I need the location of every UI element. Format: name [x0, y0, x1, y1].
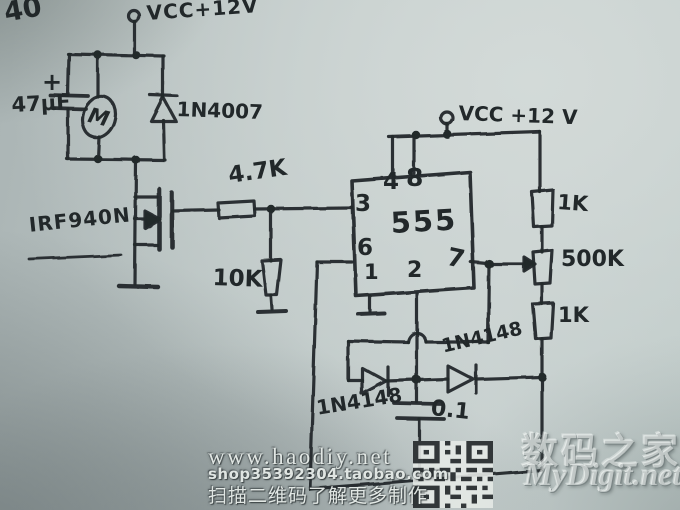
mosfet-symbol	[27, 158, 221, 290]
electrolytic-capacitor-symbol	[48, 93, 90, 111]
pin2-label: 2	[407, 258, 423, 283]
watermark-shop: shop35392304.taobao.com	[208, 465, 449, 483]
pin3-label: 3	[355, 191, 372, 217]
wiper-arrow	[522, 255, 537, 273]
vcc-right-label: VCC +12 V	[458, 101, 578, 130]
resistor-4k7-symbol	[216, 199, 257, 220]
capacitor-plus-sign: +	[42, 68, 63, 96]
pin4-label: 4	[383, 169, 400, 195]
watermark-brand-site: MyDigit.net	[524, 456, 680, 492]
pin1-label: 1	[364, 260, 379, 284]
qr-code	[413, 441, 493, 508]
potentiometer-label: 500K	[561, 247, 624, 272]
resistor-1k-top-label: 1K	[556, 190, 589, 217]
ground-bar-mosfet	[116, 283, 161, 290]
motor-symbol	[80, 94, 118, 140]
diode-1n4148-right-symbol	[446, 363, 478, 395]
ic-555-body	[350, 170, 476, 298]
ic-555	[308, 110, 542, 491]
junction-dots-left	[93, 50, 141, 165]
resistor-10k-symbol	[260, 258, 283, 297]
vcc-terminal-right	[439, 110, 455, 126]
mosfet-arrow	[143, 209, 162, 230]
potentiometer-symbol	[531, 248, 554, 286]
gate-network	[216, 199, 354, 314]
flyback-diode-label: 1N4007	[176, 97, 264, 124]
motor-supply-block	[48, 8, 179, 165]
resistor-1k-top-symbol	[530, 188, 555, 229]
pulldown-resistor-label: 10K	[212, 265, 263, 293]
ink-layer	[27, 8, 555, 491]
capacitor-value-label: 47μF	[10, 89, 72, 117]
ground-bar-pin1	[356, 311, 386, 316]
watermark-brand-cn: 数码之家	[521, 430, 680, 473]
watermark-site: www.haodiy.net	[208, 444, 393, 469]
pin8-label: 8	[406, 163, 424, 192]
flyback-diode-symbol	[148, 93, 179, 123]
ic-555-label: 555	[389, 202, 459, 240]
timing-capacitor-label: 0.1	[429, 396, 471, 425]
ground-bar-10k	[256, 309, 288, 314]
resistor-1k-bottom-label: 1K	[558, 303, 589, 327]
vcc-terminal-left	[126, 8, 141, 23]
pin6-label: 6	[357, 235, 374, 261]
watermark-scan-hint: 扫描二维码了解更多制作	[208, 485, 429, 507]
wire-hop	[406, 331, 428, 344]
resistor-1k-bottom-symbol	[531, 301, 555, 341]
right-rail	[490, 130, 555, 472]
label-underline	[27, 253, 123, 261]
corner-note: 40	[1, 0, 45, 29]
